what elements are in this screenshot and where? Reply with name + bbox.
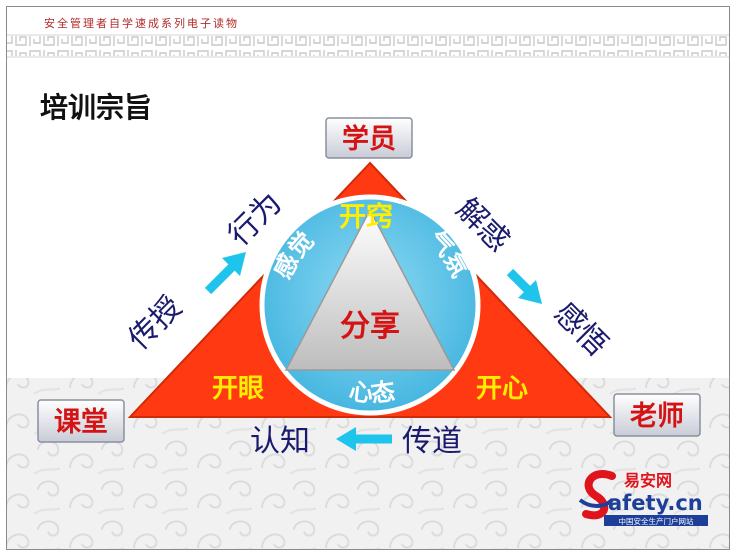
edge-top-label: 开窍: [339, 201, 393, 233]
series-title: 安全管理者自学速成系列电子读物: [44, 17, 239, 30]
inner-triangle: [284, 208, 456, 371]
vertex-left-label: 课堂: [54, 407, 108, 438]
vertex-left-box: 课堂: [37, 399, 125, 443]
vertex-top-label: 学员: [342, 123, 396, 155]
arrow-left-icon: [336, 427, 392, 451]
top-band: [7, 34, 729, 58]
outer-right-lower-label: 感悟: [547, 296, 614, 363]
logo-tagline: 中国安全生产门户网站: [619, 516, 694, 526]
logo-name-cn: 易安网: [624, 471, 672, 490]
edge-bottom-right-label: 开心: [476, 374, 528, 404]
bottom-right-label: 传道: [402, 424, 462, 459]
safety-logo: 易安网 afety.cn 中国安全生产门户网站: [578, 470, 708, 526]
arrow-right-down-icon: [506, 268, 542, 304]
bottom-left-label: 认知: [250, 424, 310, 459]
logo-domain: afety.cn: [608, 491, 703, 515]
vertex-right-box: 老师: [613, 393, 701, 437]
vertex-right-label: 老师: [630, 401, 684, 432]
safety-logo-s-icon: [578, 470, 616, 520]
edge-bottom-left-label: 开眼: [212, 374, 264, 404]
slide-title: 培训宗旨: [40, 91, 153, 124]
center-label: 分享: [340, 309, 400, 344]
arrow-left-up-icon: [204, 252, 246, 295]
vertex-top-box: 学员: [325, 117, 413, 159]
outer-left-lower-label: 传授: [122, 290, 189, 357]
page-frame: [6, 6, 730, 550]
